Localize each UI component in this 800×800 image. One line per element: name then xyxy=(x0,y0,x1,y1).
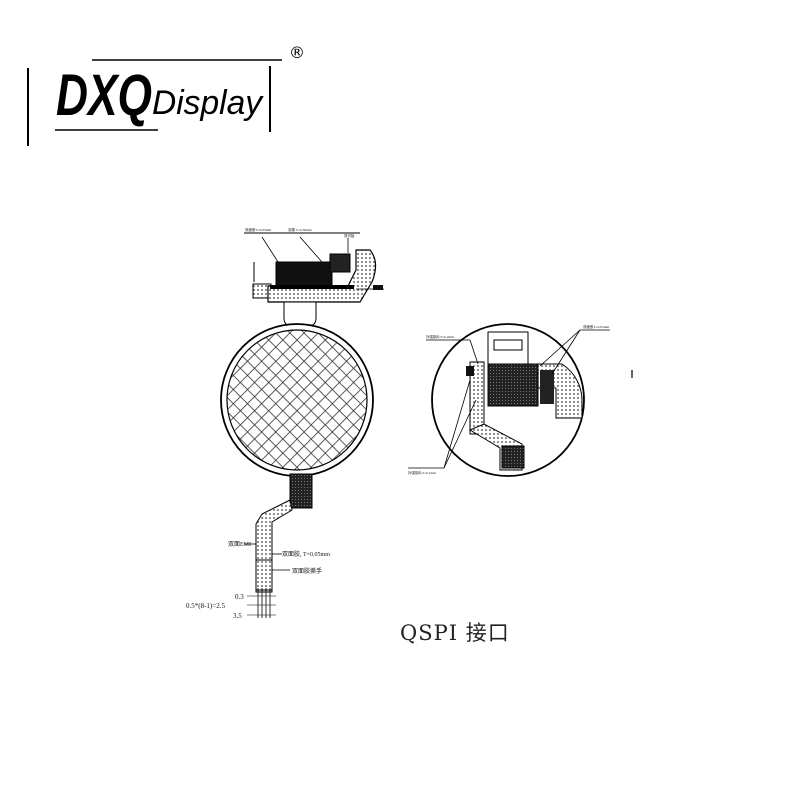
detail-label-top-b: 双面胶T=0.05mm xyxy=(583,324,609,329)
dim-0-3: 0.3 xyxy=(235,593,244,601)
registered-mark: ® xyxy=(289,43,305,62)
top-label-4: FPC xyxy=(373,285,380,290)
top-label-1: 双面胶T=0.05mm xyxy=(245,227,271,232)
label-emi: 双面EMI xyxy=(228,541,251,548)
label-tape-tab: 双面胶撕手 xyxy=(292,567,322,575)
detail-label-top-a: 补强钢片T=0.2mm xyxy=(426,334,454,339)
detail-label-bottom: 补强钢片T=0.1mm xyxy=(408,470,436,475)
interface-caption: QSPI 接口 xyxy=(400,621,510,645)
round-display xyxy=(220,323,374,477)
logo-light-text: Display xyxy=(152,84,264,122)
detail-view: 补强钢片T=0.2mm 双面胶T=0.05mm 补强钢片T=0.1mm xyxy=(408,323,633,477)
fpc-tail: 双面EMI 双面胶, T=0.05mm 双面胶撕手 0.3 0.5*(8-1)=… xyxy=(186,473,330,620)
logo-bold-text: DXQ xyxy=(56,63,152,128)
cross-section-view: 双面胶T=0.05mm 泡棉 T=0.30mm 背光板 FPC xyxy=(244,227,384,337)
top-label-3: 背光板 xyxy=(344,233,355,238)
top-label-2: 泡棉 T=0.30mm xyxy=(288,227,312,232)
label-tape: 双面胶, T=0.05mm xyxy=(282,550,330,558)
dim-3-5: 3.5 xyxy=(233,612,242,620)
dim-pitch: 0.5*(8-1)=2.5 xyxy=(186,602,225,610)
